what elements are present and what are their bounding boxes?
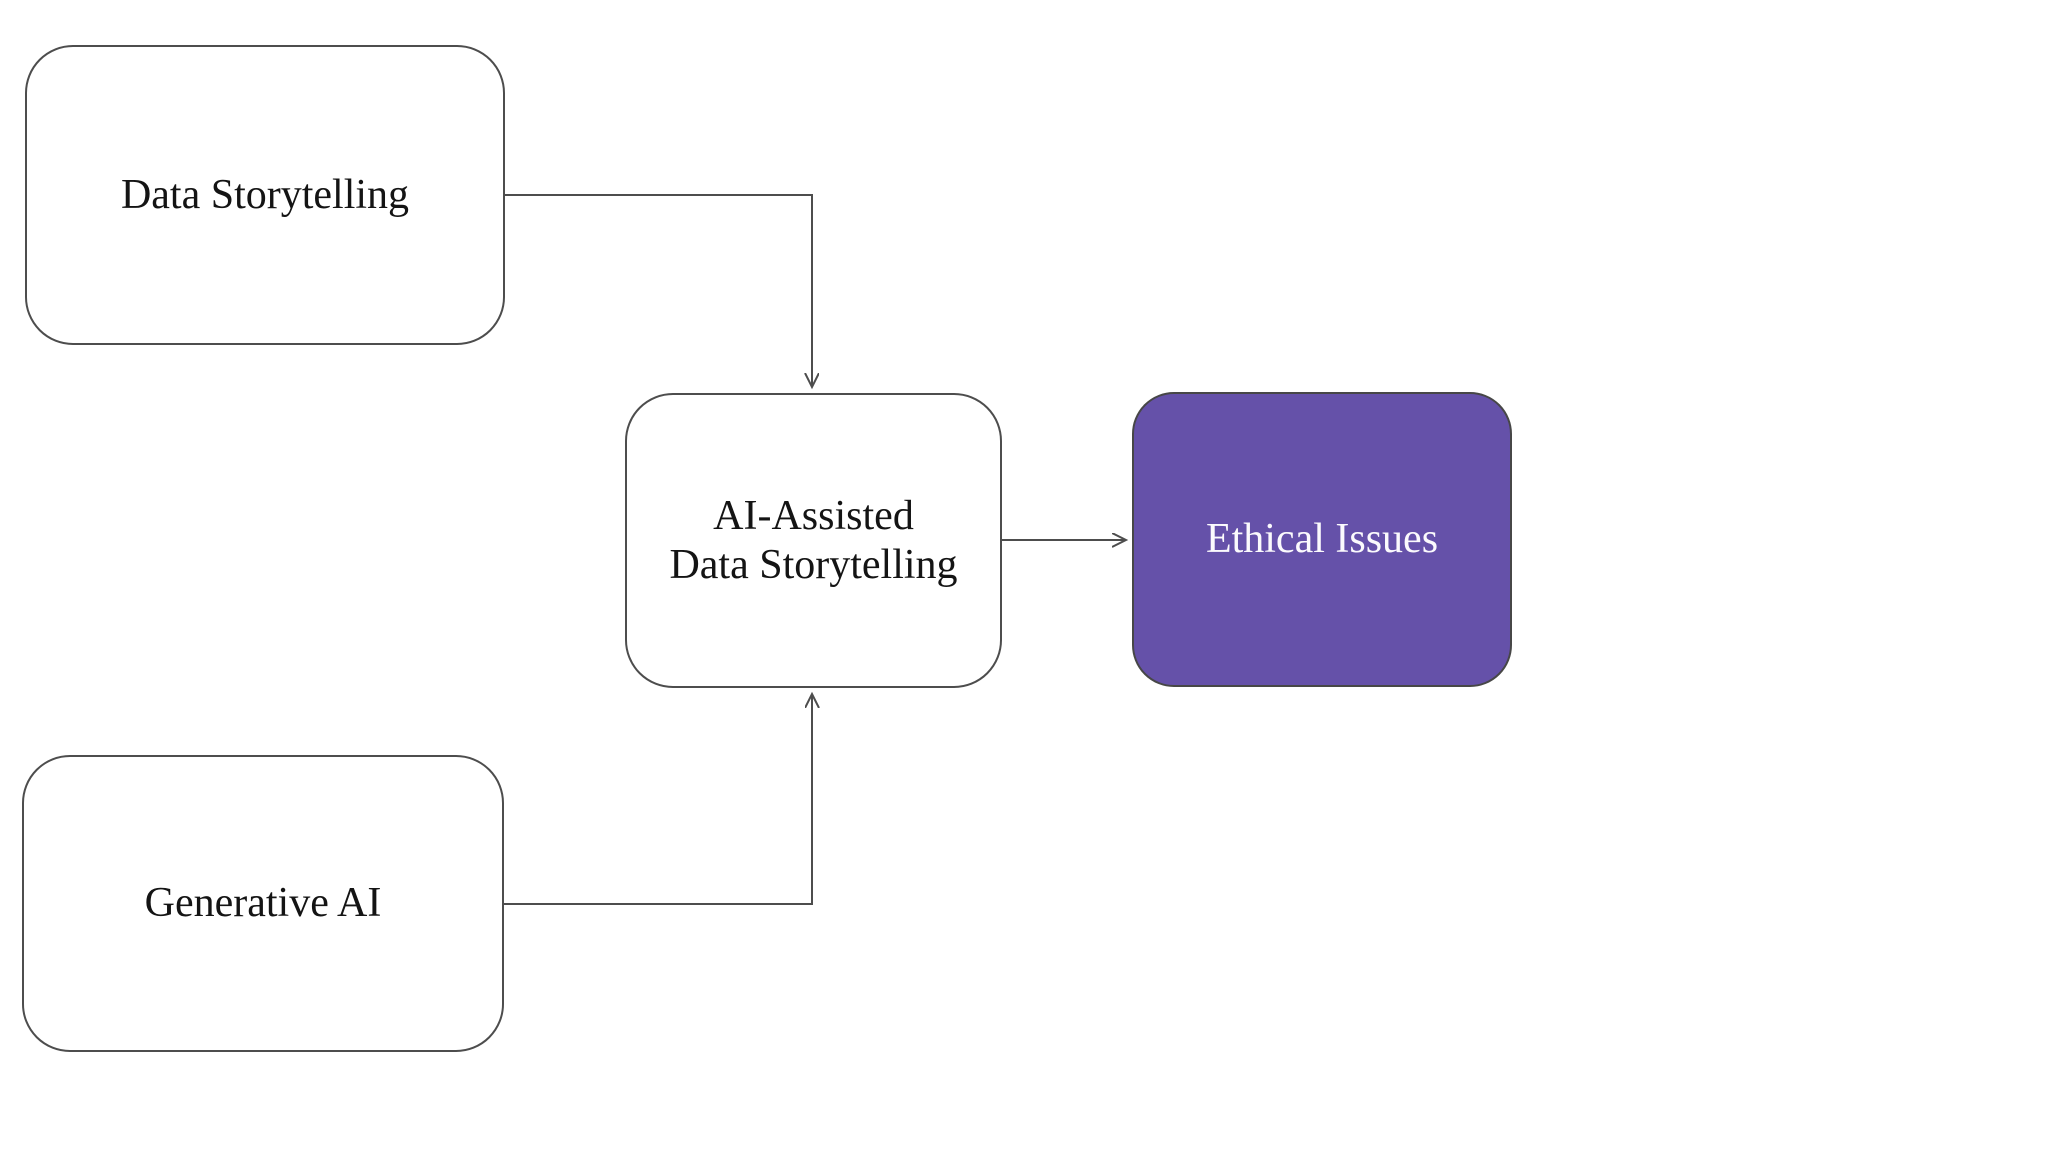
edge-data-storytelling-to-ai-assisted (505, 194, 812, 387)
node-generative-ai: Generative AI (22, 755, 504, 1052)
node-generative-ai-label: Generative AI (144, 880, 382, 927)
node-data-storytelling-label: Data Storytelling (120, 171, 410, 218)
node-ai-assisted-data-storytelling: AI-Assisted Data Storytelling (625, 393, 1002, 688)
node-ai-assisted-label: AI-Assisted Data Storytelling (669, 492, 957, 589)
edge-generative-ai-to-ai-assisted (504, 694, 812, 905)
node-ai-assisted-label-line1: AI-Assisted (713, 493, 914, 540)
node-ethical-issues: Ethical Issues (1132, 392, 1512, 687)
node-ethical-issues-label: Ethical Issues (1205, 516, 1439, 563)
node-ai-assisted-label-line2: Data Storytelling (669, 541, 958, 588)
node-data-storytelling: Data Storytelling (25, 45, 505, 345)
